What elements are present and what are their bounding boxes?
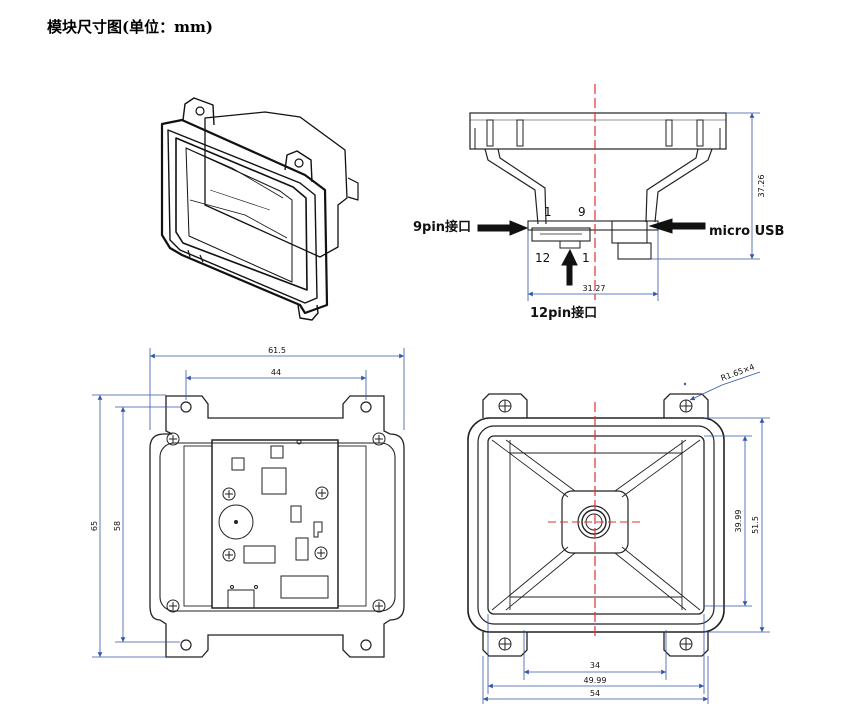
9pin-connector-label: 9pin接口: [413, 219, 471, 235]
front-outer-width-dim: 54: [590, 689, 600, 698]
back-hole-spacing-dim: 44: [271, 368, 281, 377]
side-view: [469, 84, 760, 301]
back-total-height-dim: 65: [90, 521, 99, 531]
back-view: [92, 348, 405, 658]
page-title: 模块尺寸图(单位：mm): [47, 18, 213, 36]
front-window-height-dim: 39.99: [734, 510, 743, 533]
micro-usb-label: micro USB: [709, 224, 784, 239]
isometric-view: [160, 97, 359, 321]
pin-label-top-left: 1: [544, 205, 552, 219]
front-hole-spacing-dim: 34: [590, 661, 600, 670]
front-outer-height-dim: 51.5: [751, 516, 760, 534]
pin-label-bottom-right: 1: [582, 251, 590, 265]
back-hole-height-dim: 58: [113, 521, 122, 531]
back-total-width-dim: 61.5: [268, 346, 286, 355]
12pin-connector-label: 12pin接口: [530, 305, 597, 321]
pin-label-bottom-left: 12: [535, 251, 550, 265]
front-window-width-dim: 49.99: [584, 676, 607, 685]
side-height-dim: 37.26: [757, 175, 766, 198]
front-view: [467, 371, 770, 704]
pin-label-top-right: 9: [578, 205, 586, 219]
side-width-dim: 31.27: [583, 284, 606, 293]
